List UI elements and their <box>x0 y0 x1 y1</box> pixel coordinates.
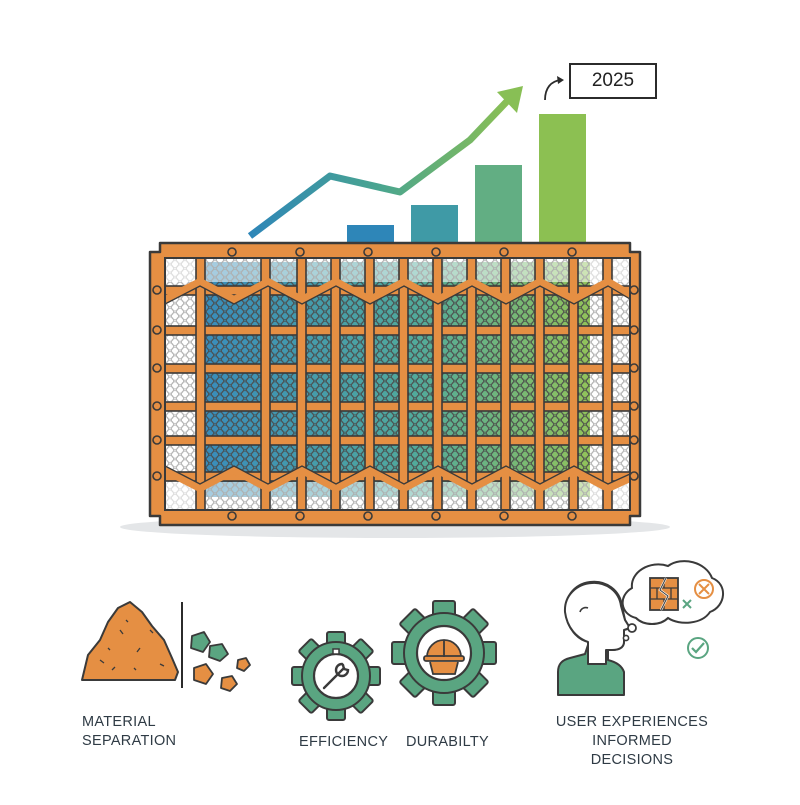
panel-chevron-outline <box>165 285 630 485</box>
growth-chart <box>247 76 586 250</box>
material-separation-label: MATERIAL SEPARATION <box>82 713 176 751</box>
cracked-panel-icon <box>649 577 679 611</box>
user-experiences-label: USER EXPERIENCES INFORMED DECISIONS <box>552 713 712 770</box>
panel-chevrons <box>165 277 630 493</box>
panel-inner-rim <box>164 257 631 511</box>
efficiency-label: EFFICIENCY <box>299 734 389 750</box>
material-label-line2: SEPARATION <box>82 733 177 749</box>
efficiency-gear-icon <box>291 631 381 721</box>
year-label: 2025 <box>569 63 657 99</box>
user-label-line1: USER EXPERIENCES <box>555 714 709 730</box>
chart-bar <box>539 114 586 250</box>
accept-icon <box>687 637 709 659</box>
panel-grid <box>165 258 630 510</box>
year-pointer-head <box>557 76 564 84</box>
material-label-line1: MATERIAL <box>82 714 156 730</box>
durability-label: DURABILTY <box>406 734 490 750</box>
person-thinking-icon <box>557 560 724 696</box>
separated-grains-icon <box>190 631 251 692</box>
small-x-mark <box>682 599 692 609</box>
panel-rivets <box>152 247 639 521</box>
growth-arrowhead <box>497 86 523 113</box>
growth-arrow-icon <box>247 93 515 239</box>
hard-hat-icon <box>423 639 465 675</box>
user-label-line2: INFORMED DECISIONS <box>590 733 674 768</box>
chart-bar <box>475 165 522 250</box>
mesh-light-top <box>165 258 630 282</box>
ore-pile-icon <box>81 601 251 692</box>
reject-icon <box>694 579 714 599</box>
screen-panel-icon <box>148 241 642 527</box>
durability-gear-icon <box>391 600 497 706</box>
